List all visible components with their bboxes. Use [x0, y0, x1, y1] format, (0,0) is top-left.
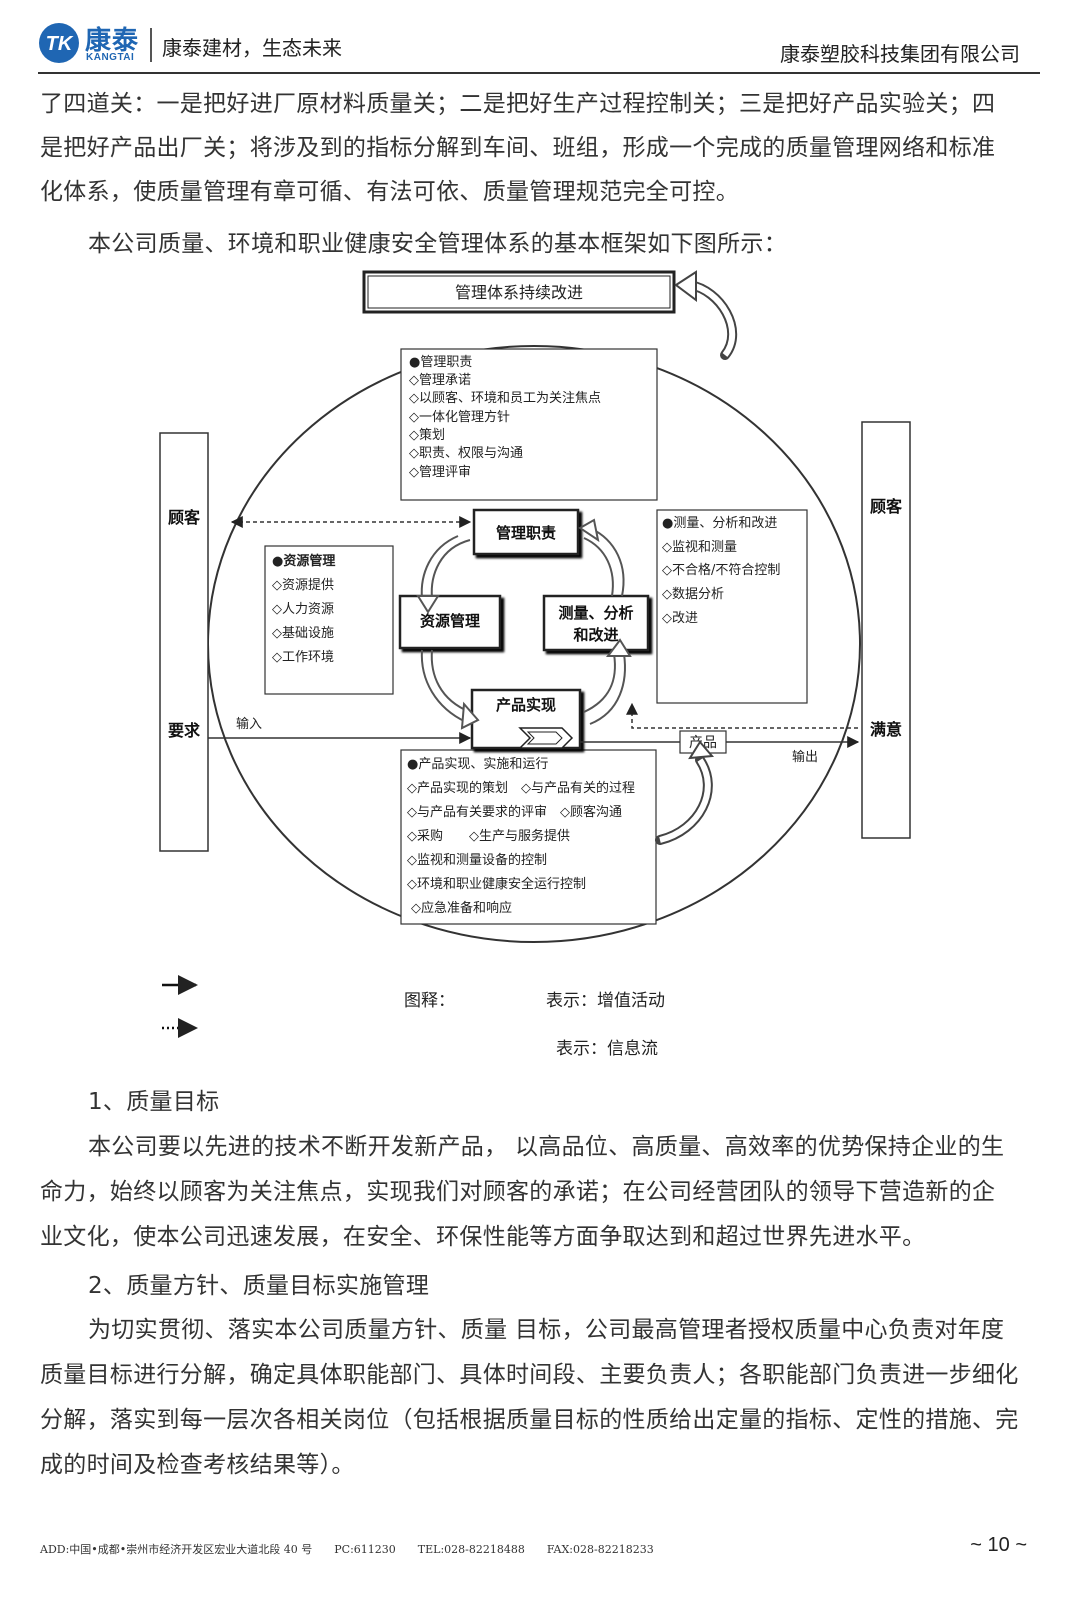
section-1-line-2: 命力，始终以顾客为关注焦点，实现我们对顾客的承诺；在公司经营团队的领导下营造新的… [40, 1179, 996, 1205]
left-customer-label: 顾客 [168, 508, 201, 527]
right-customer-label: 顾客 [870, 497, 903, 516]
right-customer-box [861, 421, 911, 839]
brand-name: 康泰 [85, 26, 140, 56]
section-1-line-1: 本公司要以先进的技术不断开发新产品， 以高品位、高质量、高效率的优势保持企业的生 [88, 1134, 1005, 1160]
section-2-line-3: 分解，落实到每一层次各相关岗位（包括根据质量目标的性质给出定量的指标、定性的措施… [40, 1407, 1019, 1433]
svg-text:◇策划: ◇策划 [409, 427, 445, 443]
output-label: 输出 [792, 749, 818, 765]
input-label: 输入 [236, 716, 262, 732]
svg-text:◇环境和职业健康安全运行控制: ◇环境和职业健康安全运行控制 [407, 876, 586, 892]
svg-text:TK: TK [46, 33, 74, 55]
svg-text:◇管理评审: ◇管理评审 [409, 465, 471, 480]
node-resource-management [398, 594, 502, 650]
node-product-label: 产品实现 [496, 696, 556, 714]
info-flow-feedback [626, 702, 858, 729]
continuous-improvement-box: 管理体系持续改进 [362, 270, 676, 314]
node-management-duties [472, 508, 580, 556]
node-measurement-analysis [542, 594, 650, 652]
product-chevron-icon [518, 727, 574, 749]
svg-text:◇人力资源: ◇人力资源 [272, 602, 334, 617]
legend-title: 图释： [404, 991, 455, 1011]
product-output-label: 产品 [689, 735, 717, 751]
svg-text:◇与产品有关要求的评审 ◇顾客沟通: ◇与产品有关要求的评审 ◇顾客沟通 [407, 804, 622, 820]
svg-text:◇应急准备和响应: ◇应急准备和响应 [411, 900, 512, 916]
header-slogan: 康泰建材，生态未来 [162, 36, 342, 60]
svg-text:◇数据分析: ◇数据分析 [662, 587, 724, 602]
intro-line-1: 了四道关：一是把好进厂原材料质量关；二是把好生产过程控制关；三是把好产品实验关；… [40, 91, 996, 117]
intro-line-4: 本公司质量、环境和职业健康安全管理体系的基本框架如下图所示： [88, 231, 787, 257]
svg-text:◇产品实现的策划 ◇与产品有关的过程: ◇产品实现的策划 ◇与产品有关的过程 [407, 780, 635, 796]
svg-text:◇工作环境: ◇工作环境 [272, 650, 334, 665]
svg-text:◇采购 ◇生产与服务提供: ◇采购 ◇生产与服务提供 [407, 828, 570, 844]
improvement-curved-arrow [685, 280, 738, 360]
continuous-improvement-label: 管理体系持续改进 [455, 283, 583, 302]
measurement-analysis-list: ●测量、分析和改进 ◇监视和测量 ◇不合格/不符合控制 ◇数据分析 ◇改进 [656, 509, 808, 704]
svg-text:●管理职责: ●管理职责 [409, 355, 472, 370]
right-satisfaction-label: 满意 [870, 720, 902, 739]
section-2-line-2: 质量目标进行分解，确定具体职能部门、具体时间段、主要负责人；各职能部门负责进一步… [40, 1362, 1019, 1388]
node-measure-label-1: 测量、分析 [558, 604, 633, 622]
section-2-line-1: 为切实贯彻、落实本公司质量方针、质量 目标，公司最高管理者授权质量中心负责对年度 [88, 1317, 1005, 1343]
svg-text:◇资源提供: ◇资源提供 [272, 577, 334, 593]
left-customer-box [159, 432, 209, 852]
node-measure-label-2: 和改进 [573, 626, 618, 644]
product-realization-list: ●产品实现、实施和运行 ◇产品实现的策划 ◇与产品有关的过程 ◇与产品有关要求的… [400, 749, 657, 925]
page-header: TK 康泰 KANGTAI 康泰建材，生态未来 康泰塑胶科技集团有限公司 [38, 18, 1040, 74]
section-1-line-3: 业文化，使本公司迅速发展，在安全、环保性能等方面争取达到和超过世界先进水平。 [40, 1224, 926, 1250]
svg-text:◇一体化管理方针: ◇一体化管理方针 [409, 409, 510, 425]
cycle-arrows [416, 518, 632, 730]
svg-text:◇监视和测量设备的控制: ◇监视和测量设备的控制 [407, 852, 547, 868]
kangtai-logo-icon: TK [39, 23, 79, 63]
node-resource-label: 资源管理 [420, 612, 480, 630]
section-heading-1: 1、质量目标 [88, 1089, 220, 1115]
output-curved-arrow [655, 755, 713, 845]
intro-line-2: 是把好产品出厂关；将涉及到的指标分解到车间、班组，形成一个完成的质量管理网络和标… [40, 135, 996, 161]
section-2-line-4: 成的时间及检查考核结果等）。 [40, 1452, 355, 1478]
svg-text:◇以顾客、环境和员工为关注焦点: ◇以顾客、环境和员工为关注焦点 [409, 390, 601, 406]
intro-line-3: 化体系，使质量管理有章可循、有法可依、质量管理规范完全可控。 [40, 179, 739, 205]
legend-solid-label: 表示：增值活动 [546, 991, 665, 1011]
svg-text:◇基础设施: ◇基础设施 [272, 626, 334, 641]
brand-name-en: KANGTAI [86, 52, 135, 63]
footer-address: ADD:中国•成都•崇州市经济开发区宏业大道北段 40 号 PC:611230 … [40, 1543, 654, 1556]
left-requirement-label: 要求 [168, 721, 201, 740]
section-heading-2: 2、质量方针、质量目标实施管理 [88, 1273, 430, 1299]
svg-text:◇不合格/不符合控制: ◇不合格/不符合控制 [662, 562, 780, 578]
node-management-label: 管理职责 [496, 524, 556, 542]
system-circle [207, 345, 861, 943]
node-product-realization [470, 688, 582, 750]
product-output-box [679, 730, 727, 754]
svg-text:◇改进: ◇改进 [662, 611, 698, 626]
header-divider [150, 28, 152, 62]
svg-text:●产品实现、实施和运行: ●产品实现、实施和运行 [407, 757, 548, 772]
resource-management-list: ●资源管理 ◇资源提供 ◇人力资源 ◇基础设施 ◇工作环境 [264, 545, 394, 695]
svg-text:◇职责、权限与沟通: ◇职责、权限与沟通 [409, 445, 523, 461]
page-number: ~ 10 ~ [970, 1534, 1027, 1556]
svg-text:●测量、分析和改进: ●测量、分析和改进 [662, 516, 777, 531]
legend-dotted-label: 表示：信息流 [556, 1039, 658, 1059]
svg-text:●资源管理: ●资源管理 [272, 553, 335, 569]
management-duties-list: ●管理职责 ◇管理承诺 ◇以顾客、环境和员工为关注焦点 ◇一体化管理方针 ◇策划… [400, 348, 658, 501]
svg-text:◇管理承诺: ◇管理承诺 [409, 373, 471, 388]
svg-text:◇监视和测量: ◇监视和测量 [662, 540, 737, 555]
company-name: 康泰塑胶科技集团有限公司 [780, 42, 1020, 66]
